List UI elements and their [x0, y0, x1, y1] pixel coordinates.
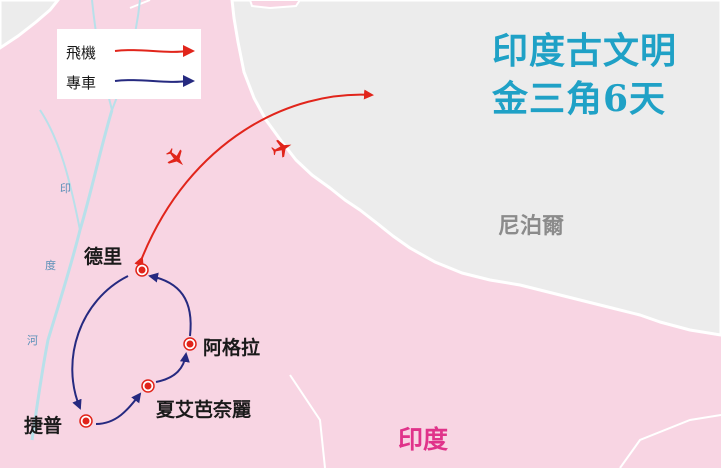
city-marker-jaipur — [79, 414, 93, 428]
legend-flight-line — [114, 49, 188, 53]
legend-car-arrowhead — [183, 75, 195, 87]
city-marker-fatehpur — [141, 379, 155, 393]
legend-car-label: 專車 — [66, 74, 97, 92]
car-route-delhi-jaipur — [71, 275, 129, 410]
state-border — [289, 374, 326, 468]
river-label-char2: 度 — [45, 259, 56, 272]
northeast-corner — [248, 0, 302, 10]
country-label-nepal: 尼泊爾 — [498, 214, 565, 239]
airplane-icon — [271, 139, 292, 158]
car-route-agra-delhi — [148, 272, 192, 337]
car-route-fatehpur-agra — [155, 352, 190, 383]
city-label-fatehpur: 夏艾芭奈麗 — [156, 399, 252, 421]
city-label-jaipur: 捷普 — [24, 415, 63, 437]
legend-swatches — [114, 45, 195, 87]
northwest-region — [0, 0, 60, 50]
city-marker-agra — [183, 337, 197, 351]
airplane-icon — [166, 148, 184, 166]
legend-flight-arrowhead — [183, 45, 195, 57]
legend-flight-label: 飛機 — [66, 44, 97, 62]
river-label-char1: 印 — [60, 182, 71, 195]
legend: 飛機 專車 — [57, 29, 201, 99]
river-branch — [39, 109, 81, 231]
city-marker-delhi — [135, 263, 149, 277]
legend-car-line — [114, 79, 188, 83]
flight-route-outbound — [134, 89, 374, 268]
city-label-delhi: 德里 — [84, 246, 123, 268]
state-border — [619, 414, 721, 468]
car-route-jaipur-fatehpur — [95, 392, 142, 425]
indus-river — [30, 109, 114, 441]
country-label-india: 印度 — [398, 425, 449, 454]
city-label-agra: 阿格拉 — [203, 337, 261, 359]
title-line1: 印度古文明 — [492, 30, 678, 72]
title-line2: 金三角6天 — [492, 78, 667, 120]
river-label-char3: 河 — [27, 334, 38, 347]
